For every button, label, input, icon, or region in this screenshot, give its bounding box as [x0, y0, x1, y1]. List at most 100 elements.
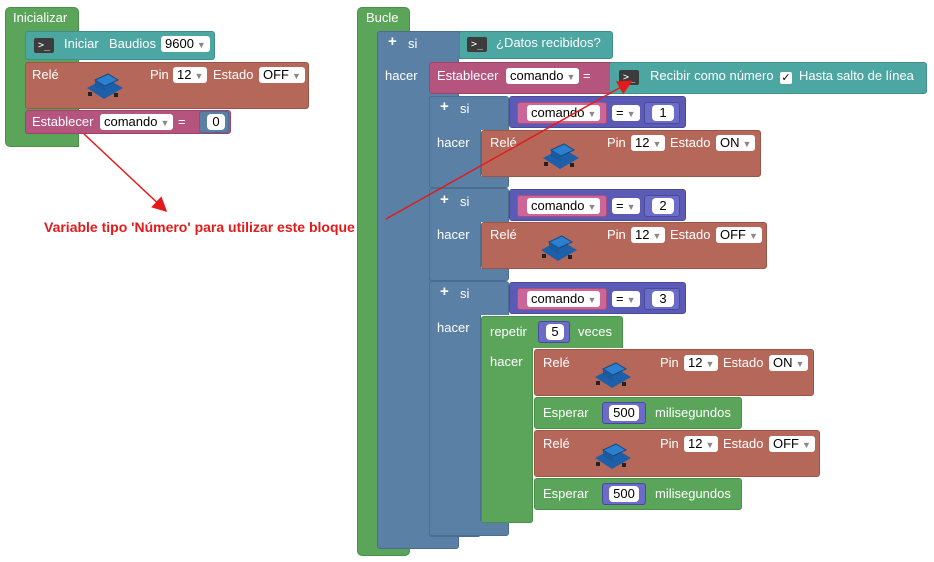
state-label: Estado [723, 436, 764, 451]
if-block-2-bottom [429, 268, 509, 281]
set-label: Establecer [437, 68, 499, 83]
state-dropdown[interactable]: OFF▼ [769, 436, 815, 452]
set-label: Establecer [32, 114, 94, 129]
baud-label: Baudios [109, 36, 156, 51]
number-input[interactable]: 2 [652, 198, 674, 214]
if-block-3-top [429, 281, 509, 315]
if-block-2-top [429, 188, 509, 222]
relay-module-icon [595, 443, 631, 469]
repeat-block-bottom [481, 510, 533, 523]
equals-label: = [178, 114, 186, 129]
variable-dropdown[interactable]: comando▼ [527, 291, 601, 307]
wait-unit-label: milisegundos [655, 486, 731, 501]
baud-dropdown[interactable]: 9600▼ [161, 36, 210, 52]
chevron-down-icon: ▼ [705, 359, 715, 369]
plus-icon[interactable]: + [440, 98, 449, 115]
pin-dropdown[interactable]: 12▼ [684, 355, 719, 371]
if-block-1-bottom [429, 176, 509, 188]
relay-label: Relé [490, 227, 517, 242]
state-dropdown[interactable]: OFF▼ [716, 227, 762, 243]
chevron-down-icon: ▼ [292, 71, 301, 81]
if-label: si [408, 36, 418, 51]
plus-icon[interactable]: + [388, 33, 397, 50]
chevron-down-icon: ▼ [587, 202, 597, 212]
chevron-down-icon: ▼ [626, 202, 636, 212]
number-input[interactable]: 1 [652, 105, 674, 121]
variable-dropdown[interactable]: comando▼ [100, 114, 174, 130]
chevron-down-icon: ▼ [566, 72, 576, 82]
operator-dropdown[interactable]: =▼ [612, 105, 640, 121]
state-dropdown[interactable]: ON▼ [716, 135, 756, 151]
until-newline-checkbox[interactable]: ✓ [780, 68, 792, 84]
chevron-down-icon: ▼ [196, 40, 206, 50]
repeat-label: repetir [490, 324, 527, 339]
state-label: Estado [213, 67, 254, 82]
receive-number-block[interactable] [609, 62, 927, 94]
pin-dropdown[interactable]: 12▼ [173, 67, 208, 83]
relay-label: Relé [490, 135, 517, 150]
pin-dropdown[interactable]: 12▼ [631, 135, 666, 151]
chevron-down-icon: ▼ [626, 295, 636, 305]
state-dropdown[interactable]: ON▼ [769, 355, 809, 371]
variable-dropdown[interactable]: comando▼ [527, 198, 601, 214]
if-label: si [460, 101, 470, 116]
wait-label: Esperar [543, 405, 589, 420]
wait-value-input[interactable]: 500 [609, 405, 639, 421]
repeat-count-input[interactable]: 5 [546, 324, 564, 340]
operator-dropdown[interactable]: =▼ [612, 291, 640, 307]
do-label: hacer [437, 227, 470, 242]
pin-label: Pin [660, 355, 679, 370]
if-block-outer-top [377, 31, 465, 59]
terminal-icon: >_ [467, 37, 487, 52]
chevron-down-icon: ▼ [749, 231, 758, 241]
if-block-3[interactable] [429, 281, 481, 537]
times-label: veces [578, 324, 612, 339]
relay-block-3-on[interactable] [534, 349, 814, 396]
relay-module-icon [541, 235, 577, 261]
relay-label: Relé [543, 436, 570, 451]
check-icon[interactable]: ✓ [780, 72, 792, 84]
chevron-down-icon: ▼ [587, 109, 597, 119]
wait-label: Esperar [543, 486, 589, 501]
wait-value-input[interactable]: 500 [609, 486, 639, 502]
if-block-3-bottom [429, 521, 509, 536]
do-label: hacer [437, 135, 470, 150]
plus-icon[interactable]: + [440, 191, 449, 208]
variable-dropdown[interactable]: comando▼ [506, 68, 580, 84]
chevron-down-icon: ▼ [742, 139, 752, 149]
if-block-1-top [429, 96, 509, 130]
do-label: hacer [490, 354, 523, 369]
operator-dropdown[interactable]: =▼ [612, 198, 640, 214]
chevron-down-icon: ▼ [802, 440, 811, 450]
number-input[interactable]: 3 [652, 291, 674, 307]
chevron-down-icon: ▼ [652, 139, 662, 149]
data-received-block[interactable] [459, 31, 613, 59]
relay-label: Relé [32, 67, 59, 82]
state-label: Estado [723, 355, 764, 370]
relay-module-icon [87, 73, 123, 99]
loop-title: Bucle [366, 10, 399, 25]
pin-label: Pin [150, 67, 169, 82]
annotation-text: Variable tipo 'Número' para utilizar est… [44, 219, 355, 235]
arrow-to-init-set [83, 133, 168, 213]
relay-block-1[interactable] [481, 130, 761, 177]
wait-unit-label: milisegundos [655, 405, 731, 420]
state-dropdown[interactable]: OFF▼ [259, 67, 305, 83]
chevron-down-icon: ▼ [705, 440, 715, 450]
until-label: Hasta salto de línea [799, 68, 914, 83]
chevron-down-icon: ▼ [194, 71, 204, 81]
data-received-label: ¿Datos recibidos? [496, 35, 601, 50]
chevron-down-icon: ▼ [795, 359, 805, 369]
pin-dropdown[interactable]: 12▼ [631, 227, 666, 243]
arrow-to-receive-block [385, 80, 633, 220]
equals-label: = [583, 68, 591, 83]
terminal-icon: >_ [34, 38, 54, 53]
init-title: Inicializar [13, 10, 68, 25]
if-label: si [460, 286, 470, 301]
serial-begin-label: Iniciar [64, 36, 99, 51]
state-label: Estado [670, 135, 711, 150]
plus-icon[interactable]: + [440, 283, 449, 300]
pin-dropdown[interactable]: 12▼ [684, 436, 719, 452]
pin-label: Pin [660, 436, 679, 451]
number-input[interactable]: 0 [207, 114, 225, 130]
